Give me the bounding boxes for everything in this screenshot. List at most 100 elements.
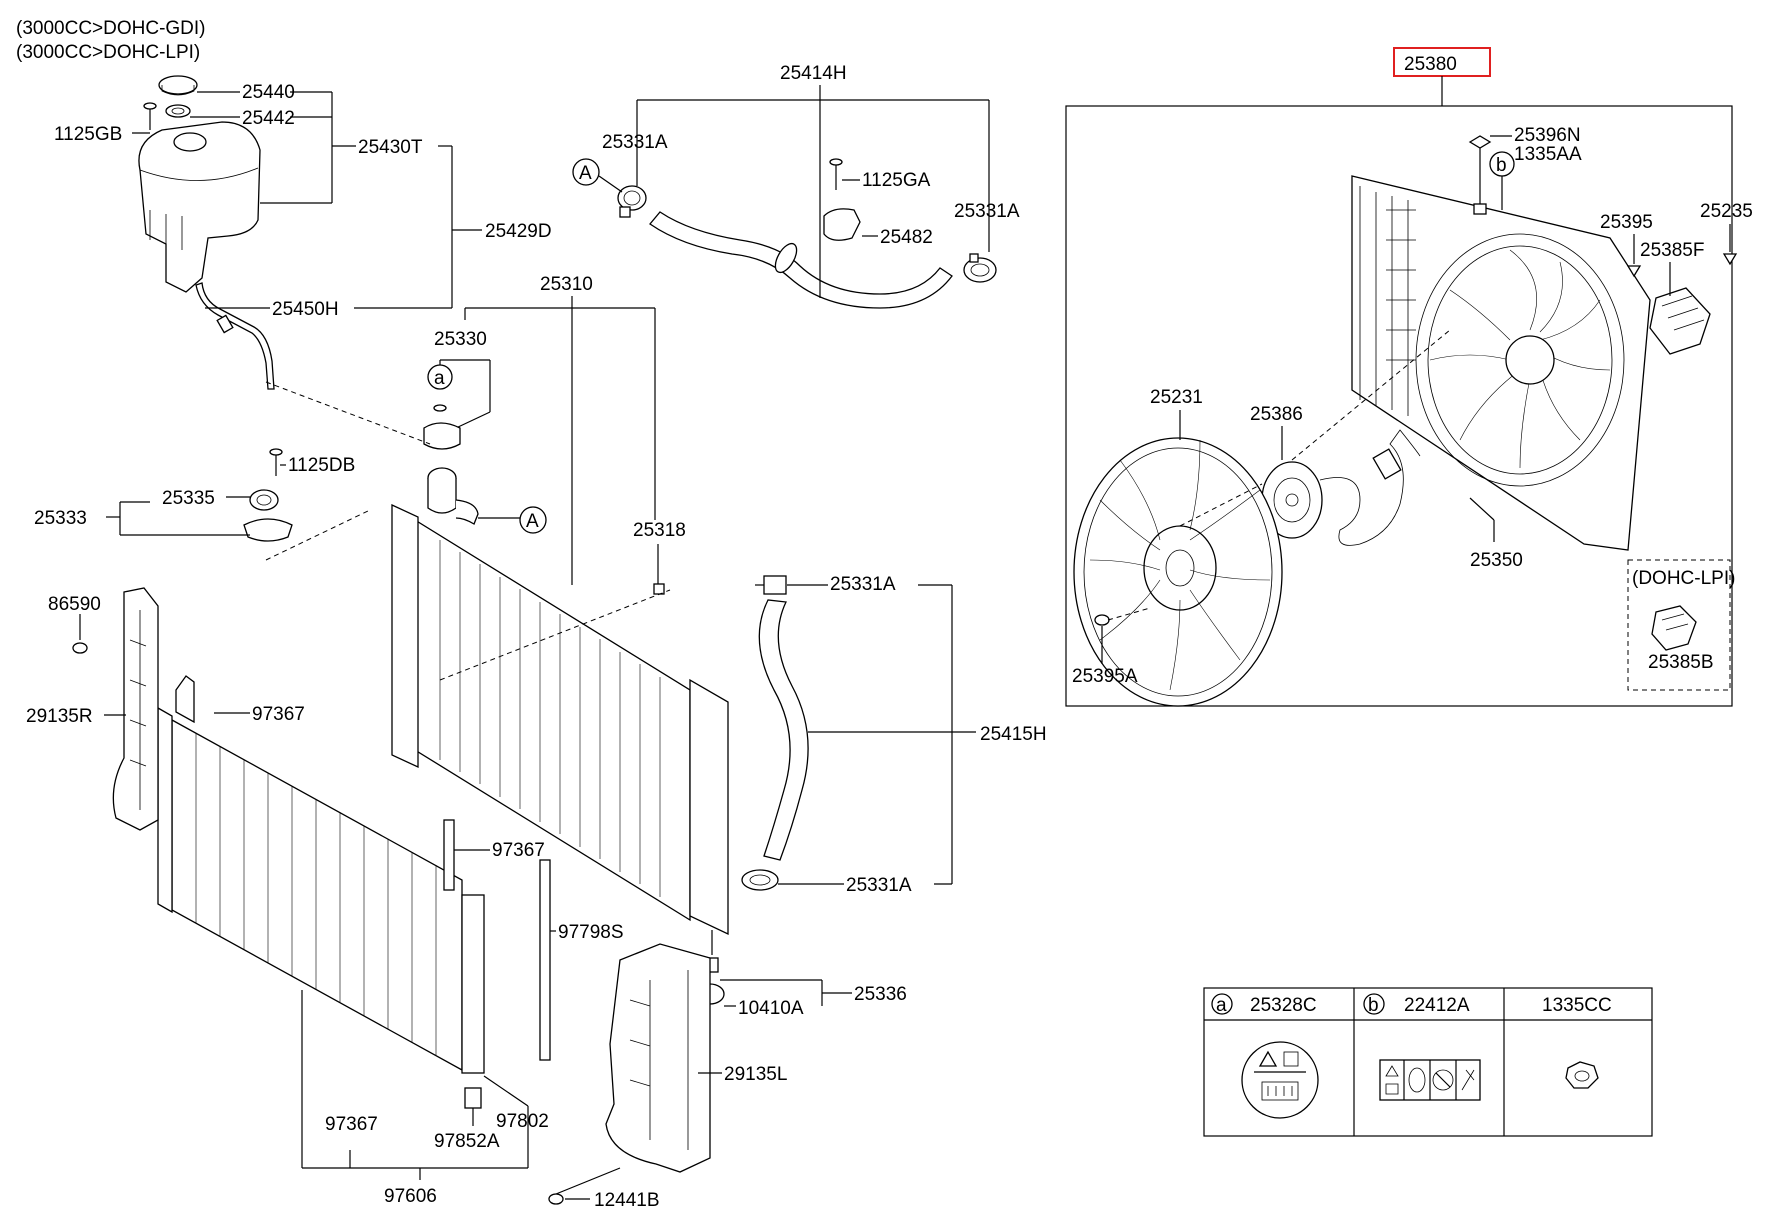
engine-variant-gdi: (3000CC>DOHC-GDI) <box>16 18 206 39</box>
seal-strip-97367-b[interactable] <box>443 819 455 891</box>
label-10410a: 10410A <box>738 998 804 1019</box>
label-29135r: 29135R <box>26 706 93 727</box>
label-25331a-upper-right: 25331A <box>954 201 1020 222</box>
bolt-1125ga[interactable] <box>829 158 843 190</box>
label-1335aa: 1335AA <box>1514 144 1582 165</box>
screw-25235[interactable] <box>1722 253 1738 266</box>
label-25231: 25231 <box>1150 387 1203 408</box>
reservoir-cap[interactable] <box>158 75 198 95</box>
label-97367-a: 97367 <box>252 704 305 725</box>
legend-table: a 25328C b 22412A 1335CC <box>1203 987 1653 1137</box>
dohc-lpi-variant-box <box>1627 559 1731 691</box>
label-25396n: 25396N <box>1514 125 1581 146</box>
label-25395: 25395 <box>1600 212 1653 233</box>
reservoir-cap-seal[interactable] <box>165 104 191 118</box>
label-97367-b: 97367 <box>492 840 545 861</box>
fan-shroud-25350[interactable] <box>1351 175 1651 551</box>
legend-part-1335cc: 1335CC <box>1542 995 1612 1016</box>
bolt-86590[interactable] <box>72 614 88 654</box>
warning-label-icon <box>1379 1059 1481 1101</box>
label-25380[interactable]: 25380 <box>1404 54 1457 75</box>
label-25429d: 25429D <box>485 221 552 242</box>
legend-part-25328c: 25328C <box>1250 995 1317 1016</box>
radiator-right-tank[interactable] <box>689 678 729 936</box>
lower-radiator-hose[interactable] <box>758 599 809 861</box>
label-86590: 86590 <box>48 594 101 615</box>
label-25385f: 25385F <box>1640 240 1704 261</box>
radiator-cap[interactable] <box>423 422 461 450</box>
label-25395a: 25395A <box>1072 666 1138 687</box>
nut-1335cc-icon <box>1565 1061 1599 1089</box>
label-25385b: 25385B <box>1648 652 1714 673</box>
label-25336: 25336 <box>854 984 907 1005</box>
label-97367-c: 97367 <box>325 1114 378 1135</box>
label-25330: 25330 <box>434 329 487 350</box>
fan-nut-25395a[interactable] <box>1094 614 1110 626</box>
radiator-left-tank[interactable] <box>391 503 419 769</box>
radiator-assembly <box>391 467 729 1005</box>
callout-a-radiator: A <box>478 506 547 534</box>
radiator-bracket-25318[interactable] <box>653 583 665 595</box>
upper-radiator-hose[interactable] <box>649 211 953 309</box>
clip-25396n[interactable] <box>1468 135 1492 215</box>
svg-text:a: a <box>434 368 445 389</box>
fan-shroud-assembly-frame <box>1065 105 1733 707</box>
bolt-12441b[interactable] <box>548 1167 621 1205</box>
label-25333: 25333 <box>34 508 87 529</box>
condenser-assembly <box>157 675 551 1109</box>
hose-clamp-right[interactable] <box>963 253 997 283</box>
drier-cap-97852a[interactable] <box>464 1087 482 1109</box>
coolant-reservoir-group <box>138 75 275 390</box>
label-25440: 25440 <box>242 82 295 103</box>
svg-text:b: b <box>1496 155 1507 176</box>
label-25450h: 25450H <box>272 299 339 320</box>
label-1125gb: 1125GB <box>54 124 122 145</box>
inlet-gasket-25333[interactable] <box>243 518 293 542</box>
bolt-1125gb[interactable] <box>143 102 157 130</box>
hose-clamp-mid[interactable] <box>755 575 787 595</box>
fan-resistor-25385b[interactable] <box>1651 605 1697 651</box>
screw-25395[interactable] <box>1626 265 1642 278</box>
bolt-1125db[interactable] <box>269 448 283 476</box>
fan-resistor-25385f[interactable] <box>1649 287 1711 355</box>
cooling-fan-25231[interactable] <box>1073 437 1283 707</box>
svg-text:A: A <box>579 163 592 184</box>
hose-bracket-25482[interactable] <box>823 208 861 241</box>
svg-text:A: A <box>526 511 539 532</box>
label-25331a-upper-left: 25331A <box>602 132 668 153</box>
radiator-core[interactable] <box>414 518 691 922</box>
label-dohc-lpi: (DOHC-LPI) <box>1632 568 1735 589</box>
air-guard-left[interactable] <box>605 943 711 1173</box>
upper-hose-group <box>617 158 997 309</box>
legend-marker-b: b <box>1368 995 1379 1016</box>
reservoir-overflow-hose[interactable] <box>195 282 275 390</box>
label-25350: 25350 <box>1470 550 1523 571</box>
label-25335: 25335 <box>162 488 215 509</box>
hose-clamp-left[interactable] <box>617 185 647 218</box>
seal-strip-97798s[interactable] <box>539 859 551 1061</box>
label-25482: 25482 <box>880 227 933 248</box>
label-25235: 25235 <box>1700 201 1753 222</box>
label-1125db: 1125DB <box>288 455 355 476</box>
label-25318: 25318 <box>633 520 686 541</box>
label-97606: 97606 <box>384 1186 437 1207</box>
fan-motor-25386[interactable] <box>1261 429 1421 546</box>
condenser-core[interactable] <box>171 718 463 1072</box>
label-25331a-lower: 25331A <box>846 875 912 896</box>
legend-marker-a: a <box>1216 995 1227 1016</box>
label-25331a-mid: 25331A <box>830 574 896 595</box>
air-guard-right[interactable] <box>112 587 159 831</box>
label-25386: 25386 <box>1250 404 1303 425</box>
hose-clamp-low[interactable] <box>741 869 779 891</box>
inlet-cap-group <box>243 448 293 542</box>
reservoir-tank[interactable] <box>138 121 261 293</box>
engine-variant-lpi: (3000CC>DOHC-LPI) <box>16 42 200 63</box>
label-29135l: 29135L <box>724 1064 787 1085</box>
inlet-cap-25335[interactable] <box>249 489 279 511</box>
receiver-drier-tube[interactable] <box>461 894 485 1074</box>
condenser-left-header <box>157 706 173 914</box>
label-97802: 97802 <box>496 1111 549 1132</box>
label-25414h: 25414H <box>780 63 847 84</box>
label-97798s: 97798S <box>558 922 624 943</box>
